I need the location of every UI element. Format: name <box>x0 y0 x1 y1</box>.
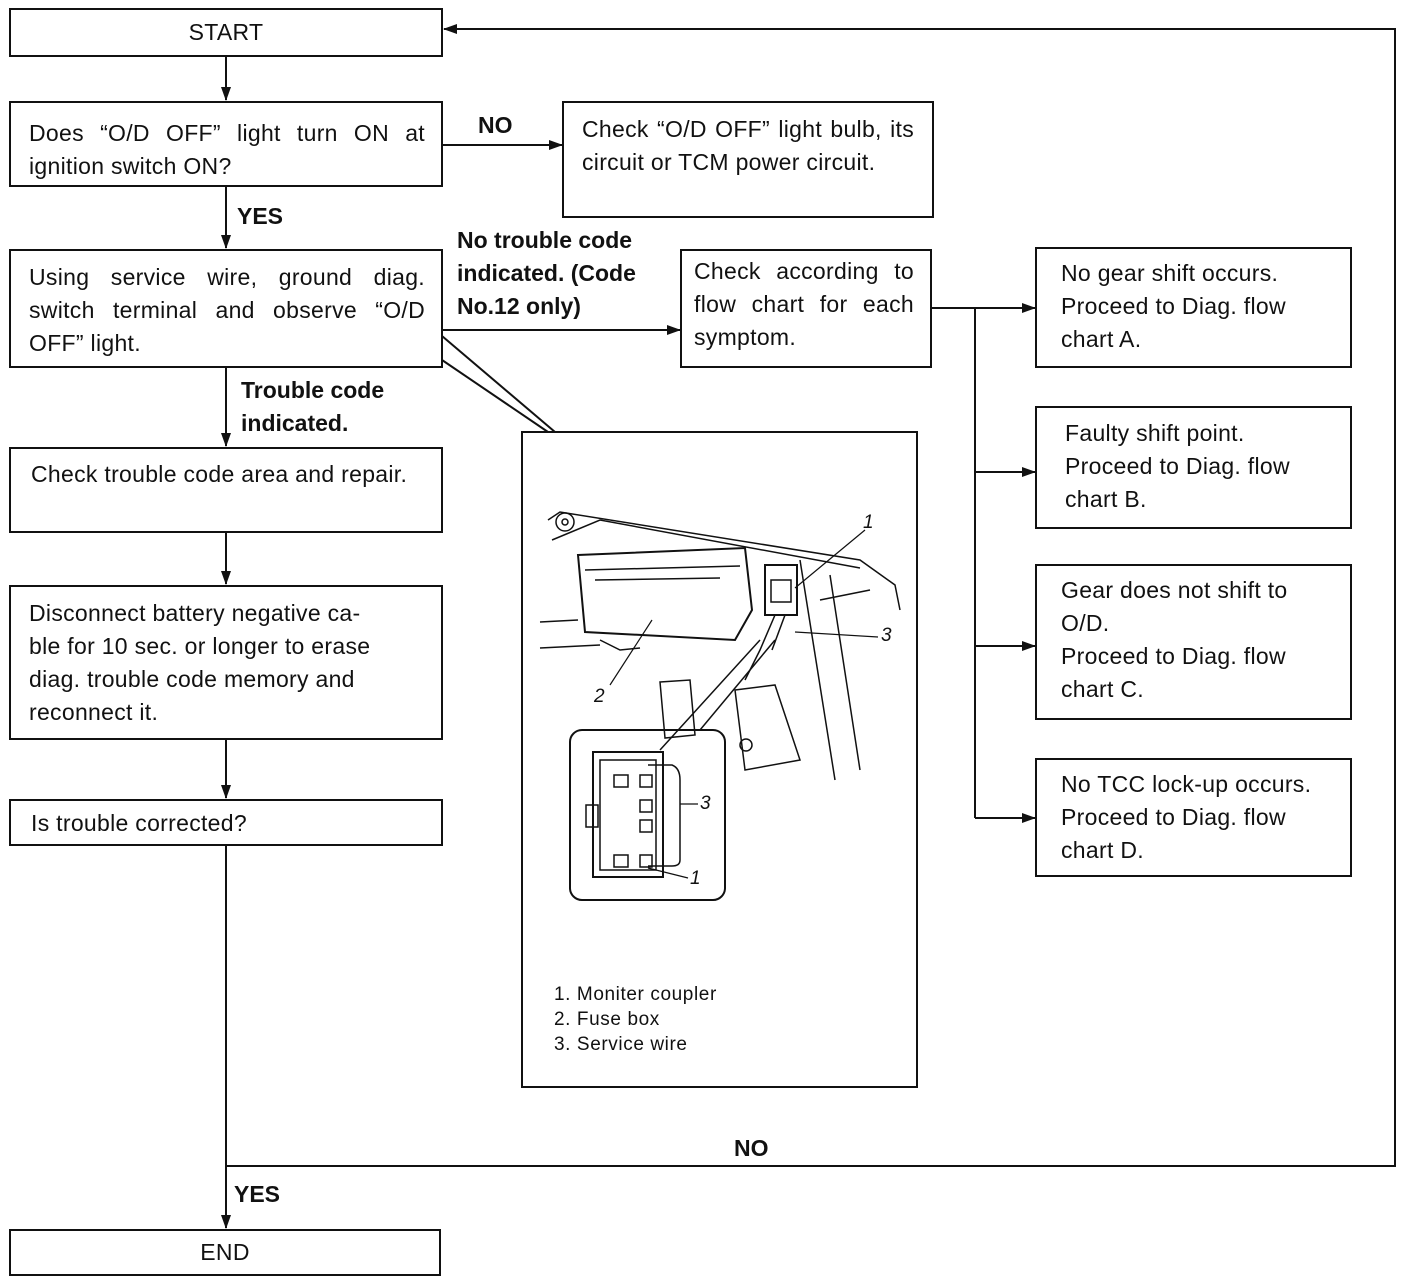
symptom-a-line1: No gear shift occurs. <box>1061 260 1279 286</box>
symptom-a-box: No gear shift occurs. Proceed to Diag. f… <box>1035 247 1352 368</box>
check-bulb-box: Check “O/D OFF” light bulb, its circuit … <box>562 101 934 218</box>
label-no-trouble-code: No trouble code indicated. (Code No.12 o… <box>457 227 636 319</box>
start-box: START <box>9 8 443 57</box>
label-trouble-code-indicated: Trouble code indicated. <box>241 377 385 436</box>
check-flow-text: Check according to flow chart for each s… <box>694 258 914 350</box>
callout-coupler: 1 <box>863 512 874 533</box>
ground-diag-box: Using service wire, ground diag. switch … <box>9 249 443 368</box>
callout-service-wire: 3 <box>881 625 892 646</box>
arrow-no-loop <box>226 24 1396 1167</box>
symptom-c-line1: Gear does not shift to <box>1061 577 1288 603</box>
symptom-a-line2: Proceed to Diag. flow <box>1061 293 1286 319</box>
symptom-c-box: Gear does not shift to O/D. Proceed to D… <box>1035 564 1352 720</box>
check-bulb-text: Check “O/D OFF” light bulb, its circuit … <box>582 116 914 175</box>
label-no-loop: NO <box>734 1135 769 1161</box>
label-no-bulb: NO <box>478 112 513 138</box>
symptom-c-line3: Proceed to Diag. flow <box>1061 643 1286 669</box>
legend-item-1: 1. Moniter coupler <box>554 984 717 1005</box>
disconnect-battery-box: Disconnect battery negative ca- ble for … <box>9 585 443 740</box>
symptom-b-line2: Proceed to Diag. flow <box>1065 453 1290 479</box>
symptom-d-line3: chart D. <box>1061 837 1144 863</box>
symptom-d-line1: No TCC lock-up occurs. <box>1061 771 1312 797</box>
end-box: END <box>9 1229 441 1276</box>
symptom-b-box: Faulty shift point. Proceed to Diag. flo… <box>1035 406 1352 529</box>
question-light-on-text: Does “O/D OFF” light turn ON at ignition… <box>29 120 425 179</box>
disconnect-battery-text: Disconnect battery negative ca- ble for … <box>29 600 371 725</box>
symptom-a-line3: chart A. <box>1061 326 1142 352</box>
check-flow-box: Check according to flow chart for each s… <box>680 249 932 368</box>
question-light-on-box: Does “O/D OFF” light turn ON at ignition… <box>9 101 443 187</box>
check-code-area-text: Check trouble code area and repair. <box>31 461 408 487</box>
label-yes-light: YES <box>237 203 284 229</box>
start-label: START <box>188 19 264 45</box>
symptom-d-box: No TCC lock-up occurs. Proceed to Diag. … <box>1035 758 1352 877</box>
label-yes-end: YES <box>234 1181 281 1207</box>
question-corrected-box: Is trouble corrected? <box>9 799 443 846</box>
symptom-b-line3: chart B. <box>1065 486 1147 512</box>
callout-inset-coupler: 1 <box>690 868 701 889</box>
legend-item-3: 3. Service wire <box>554 1034 688 1055</box>
connector-location-illustration <box>521 431 918 1088</box>
symptom-d-line2: Proceed to Diag. flow <box>1061 804 1286 830</box>
check-code-area-box: Check trouble code area and repair. <box>9 447 443 533</box>
callout-inset-wire: 3 <box>700 793 711 814</box>
question-corrected-text: Is trouble corrected? <box>31 810 247 836</box>
end-label: END <box>200 1239 250 1265</box>
legend-item-2: 2. Fuse box <box>554 1009 660 1030</box>
symptom-c-line4: chart C. <box>1061 676 1144 702</box>
symptom-c-line2: O/D. <box>1061 610 1110 636</box>
ground-diag-text: Using service wire, ground diag. switch … <box>29 264 425 356</box>
callout-fuse-box: 2 <box>594 686 605 707</box>
symptom-b-line1: Faulty shift point. <box>1065 420 1245 446</box>
